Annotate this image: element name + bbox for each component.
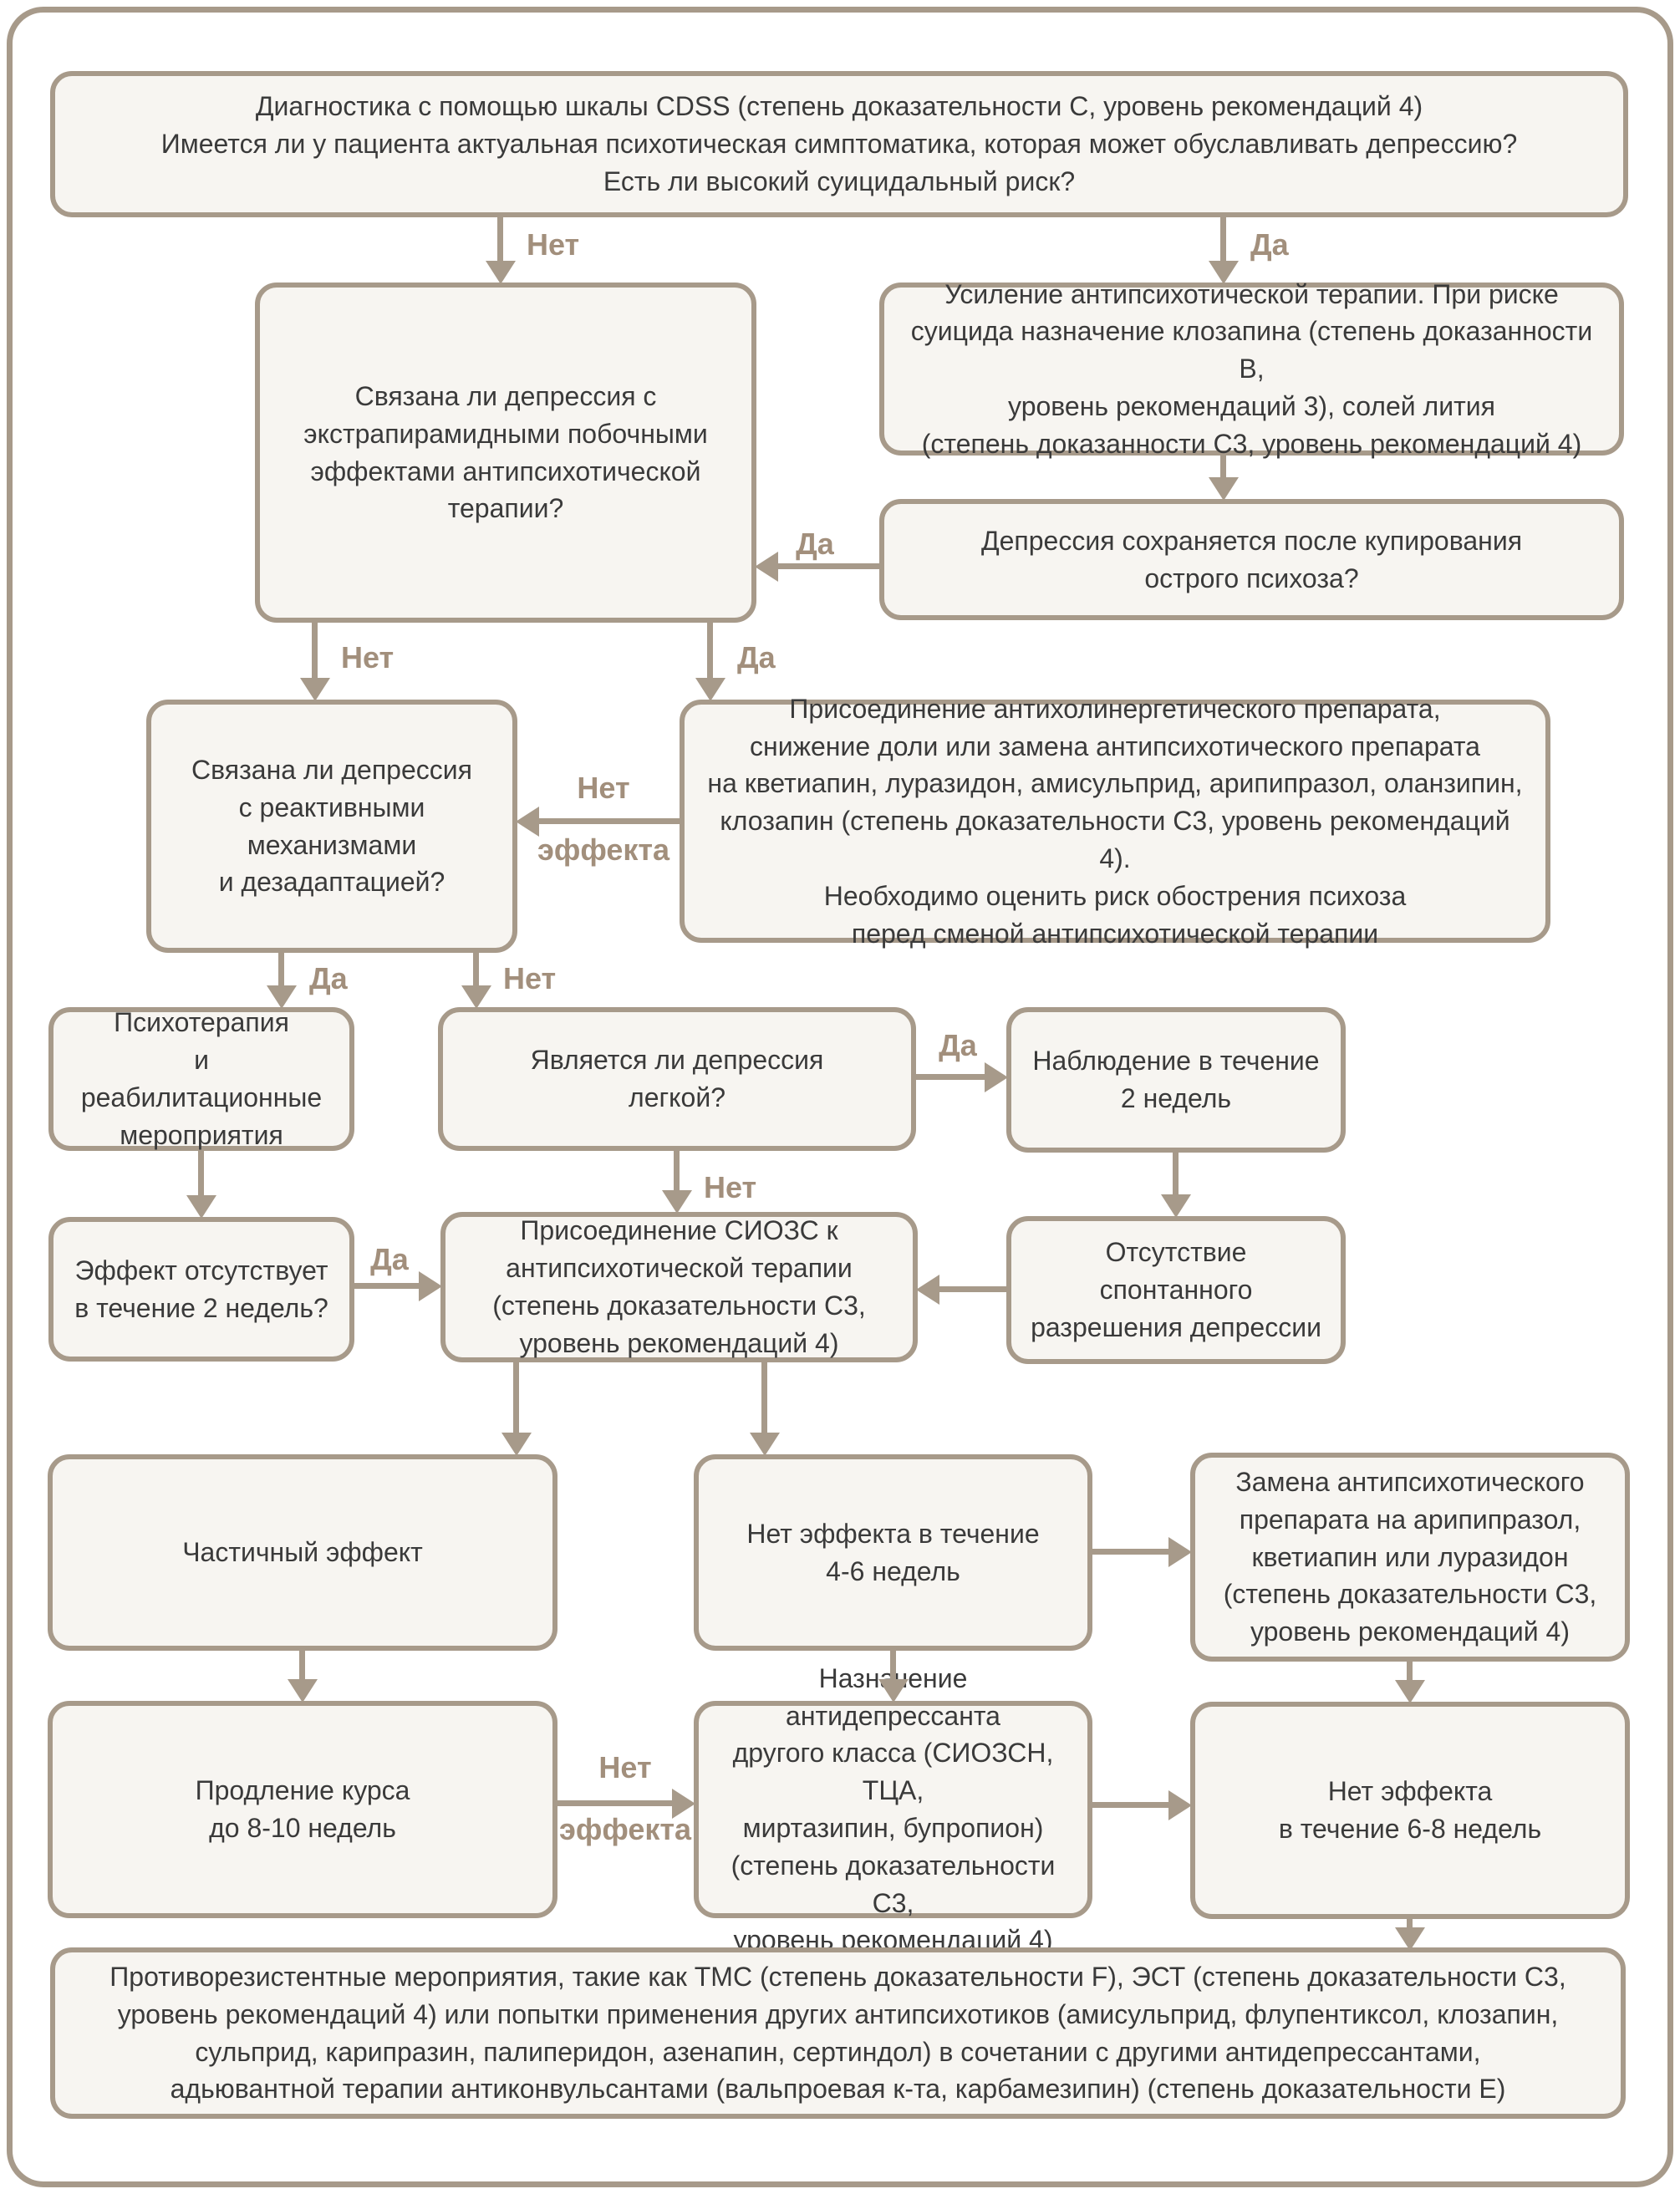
edge-label-mild-no: Нет <box>704 1170 757 1204</box>
edge-nospontaneous-ssri-arrow <box>916 1274 1006 1305</box>
node-diagnosis: Диагностика с помощью шкалы CDSS (степен… <box>50 71 1628 217</box>
node-ssri: Присоединение СИОЗС к антипсихотической … <box>440 1212 918 1362</box>
edge-anticholinergic-reactive-arrow <box>516 806 680 837</box>
node-mild: Является ли депрессия легкой? <box>438 1007 916 1151</box>
edge-partial-extend-arrow <box>287 1651 318 1703</box>
node-anticholinergic: Присоединение антихолинергетического пре… <box>680 694 1550 949</box>
node-extend: Продление курса до 8-10 недель <box>48 1701 557 1918</box>
edge-ssri-noeffect46-arrow <box>749 1362 780 1456</box>
edge-noeffect2w-ssri-arrow <box>354 1270 442 1301</box>
edge-reactive-no-arrow <box>461 953 491 1009</box>
node-switch-ap: Замена антипсихотического препарата на а… <box>1190 1453 1630 1662</box>
edge-diagnosis-yes-arrow <box>1208 217 1239 284</box>
edge-label-epse-no: Нет <box>341 640 395 674</box>
edge-noeffect68-resistant-arrow <box>1394 1919 1425 1951</box>
node-no-effect-2w: Эффект отсутствует в течение 2 недель? <box>48 1217 354 1362</box>
node-observation: Наблюдение в течение 2 недель <box>1006 1007 1346 1153</box>
edge-extend-otherad-arrow <box>557 1788 695 1819</box>
edge-switchap-noeffect68-arrow <box>1394 1662 1425 1703</box>
edge-label-mild-yes: Да <box>939 1028 977 1062</box>
edge-label-diagnosis-yes: Да <box>1250 227 1289 262</box>
edge-label-anticholinergic-no-effect-1: Нет <box>577 771 630 805</box>
node-no-effect-68: Нет эффекта в течение 6-8 недель <box>1190 1702 1630 1919</box>
edge-label-epse-yes: Да <box>737 640 776 674</box>
edge-mild-observation-arrow <box>916 1061 1008 1092</box>
node-epse: Связана ли депрессия с экстрапирамидными… <box>255 283 756 623</box>
edge-epse-yes-arrow <box>695 623 725 701</box>
edge-otherad-noeffect68-arrow <box>1092 1789 1192 1820</box>
edge-observation-nospontaneous-arrow <box>1160 1153 1191 1218</box>
edge-mild-no-arrow <box>661 1151 692 1214</box>
edge-label-persists-yes: Да <box>796 527 834 561</box>
node-no-effect-46: Нет эффекта в течение 4-6 недель <box>694 1454 1092 1651</box>
edge-label-diagnosis-no: Нет <box>527 227 580 262</box>
edge-noeffect46-switchap-arrow <box>1092 1536 1192 1567</box>
edge-reactive-yes-arrow <box>266 953 297 1009</box>
node-resistant: Противорезистентные мероприятия, такие к… <box>50 1947 1626 2119</box>
edge-label-extend-no-effect-2: эффекта <box>558 1812 692 1846</box>
node-no-spontaneous: Отсутствие спонтанного разрешения депрес… <box>1006 1216 1346 1364</box>
edge-noeffect46-otherad-arrow <box>878 1651 909 1703</box>
page-border <box>7 7 1673 2187</box>
edge-label-anticholinergic-no-effect-2: эффекта <box>537 832 670 867</box>
edge-persists-epse-arrow <box>755 551 879 582</box>
edge-intensify-persists-arrow <box>1208 456 1239 501</box>
edge-diagnosis-no-arrow <box>485 217 516 284</box>
node-partial: Частичный эффект <box>48 1454 557 1651</box>
edge-label-noeffect2w-yes: Да <box>370 1242 409 1276</box>
node-other-ad: Назначение антидепрессанта другого класс… <box>694 1663 1092 1955</box>
node-persists: Депрессия сохраняется после купирования … <box>879 499 1624 620</box>
edge-label-extend-no-effect-1: Нет <box>598 1750 652 1784</box>
edge-label-reactive-no: Нет <box>503 961 557 995</box>
node-psychotherapy: Психотерапия и реабилитационные мероприя… <box>48 1007 354 1151</box>
edge-psychotherapy-noeffect2w-arrow <box>186 1151 216 1219</box>
edge-ssri-partial-arrow <box>501 1362 532 1456</box>
edge-label-reactive-yes: Да <box>309 961 348 995</box>
node-reactive: Связана ли депрессия с реактивными механ… <box>146 700 517 953</box>
node-intensify: Усиление антипсихотической терапии. При … <box>879 279 1624 459</box>
edge-epse-no-arrow <box>299 623 330 701</box>
